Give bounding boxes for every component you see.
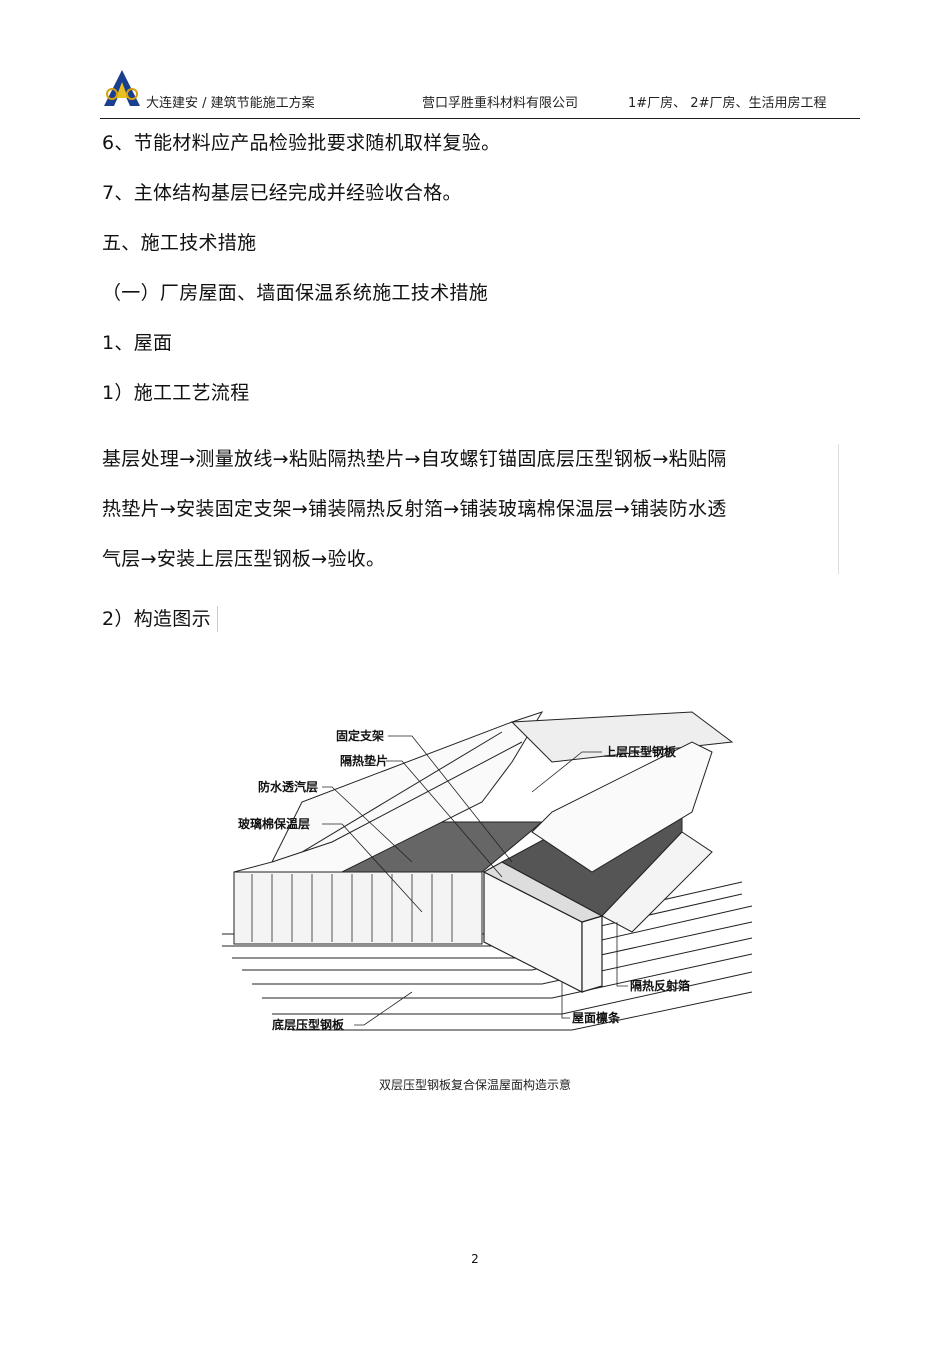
process-flow-line: 气层→安装上层压型钢板→验收。 bbox=[102, 548, 386, 570]
subsection-heading: （一）厂房屋面、墙面保温系统施工技术措施 bbox=[102, 282, 489, 304]
page-number: 2 bbox=[471, 1252, 479, 1266]
item-subheading: 2）构造图示 bbox=[102, 606, 218, 632]
top-sheet-shape bbox=[233, 711, 734, 873]
process-flow-line: 基层处理→测量放线→粘贴隔热垫片→自攻螺钉锚固底层压型钢板→粘贴隔 bbox=[102, 448, 727, 470]
process-flow-paragraph bbox=[102, 444, 839, 574]
text-line: 7、主体结构基层已经完成并经验收合格。 bbox=[102, 182, 462, 204]
header-title: 大连建安 / 建筑节能施工方案 bbox=[146, 96, 315, 111]
label-top-sheet: 上层压型钢板 bbox=[604, 744, 677, 759]
company-logo-icon bbox=[104, 70, 140, 106]
label-pad: 隔热垫片 bbox=[340, 753, 388, 768]
right-insulation-shape bbox=[500, 741, 713, 933]
text-line: 6、节能材料应产品检验批要求随机取样复验。 bbox=[102, 132, 501, 154]
page-header: 大连建安 / 建筑节能施工方案 营口孚胜重科材料有限公司 1#厂房、 2#厂房、… bbox=[100, 66, 860, 119]
label-purlin: 屋面檩条 bbox=[572, 1010, 621, 1025]
process-flow-line: 热垫片→安装固定支架→铺装隔热反射箔→铺装玻璃棉保温层→铺装防水透 bbox=[102, 498, 727, 520]
leader-lines bbox=[322, 735, 628, 1026]
header-project: 1#厂房、 2#厂房、生活用房工程 bbox=[628, 96, 827, 111]
header-company: 营口孚胜重科材料有限公司 bbox=[422, 96, 579, 111]
label-bracket: 固定支架 bbox=[336, 728, 384, 743]
figure-caption: 双层压型钢板复合保温屋面构造示意 bbox=[378, 1078, 571, 1092]
purlin-shape bbox=[482, 861, 604, 993]
item-subheading: 1）施工工艺流程 bbox=[102, 382, 250, 404]
item-heading: 1、屋面 bbox=[102, 332, 173, 354]
roof-construction-diagram: 固定支架 隔热垫片 防水透汽层 玻璃棉保温层 底层压型钢板 上层压型钢板 隔热反… bbox=[222, 711, 753, 1032]
diagram-labels: 固定支架 隔热垫片 防水透汽层 玻璃棉保温层 底层压型钢板 上层压型钢板 隔热反… bbox=[238, 728, 690, 1032]
label-foil: 隔热反射箔 bbox=[630, 978, 690, 993]
label-glasswool: 玻璃棉保温层 bbox=[238, 816, 310, 831]
label-bottom-sheet: 底层压型钢板 bbox=[272, 1017, 345, 1032]
label-membrane: 防水透汽层 bbox=[258, 779, 318, 794]
section-heading: 五、施工技术措施 bbox=[102, 232, 257, 254]
